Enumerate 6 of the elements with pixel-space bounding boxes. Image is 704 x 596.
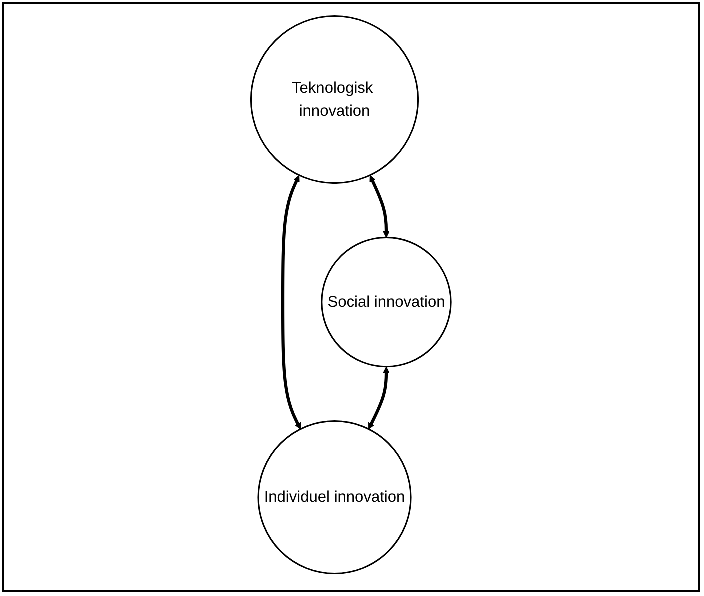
node-circle: [258, 420, 412, 574]
arrow: [368, 366, 390, 430]
arrow: [281, 174, 301, 430]
node-circle: [320, 236, 452, 368]
arrow: [370, 174, 390, 238]
node-circle: [250, 14, 419, 184]
